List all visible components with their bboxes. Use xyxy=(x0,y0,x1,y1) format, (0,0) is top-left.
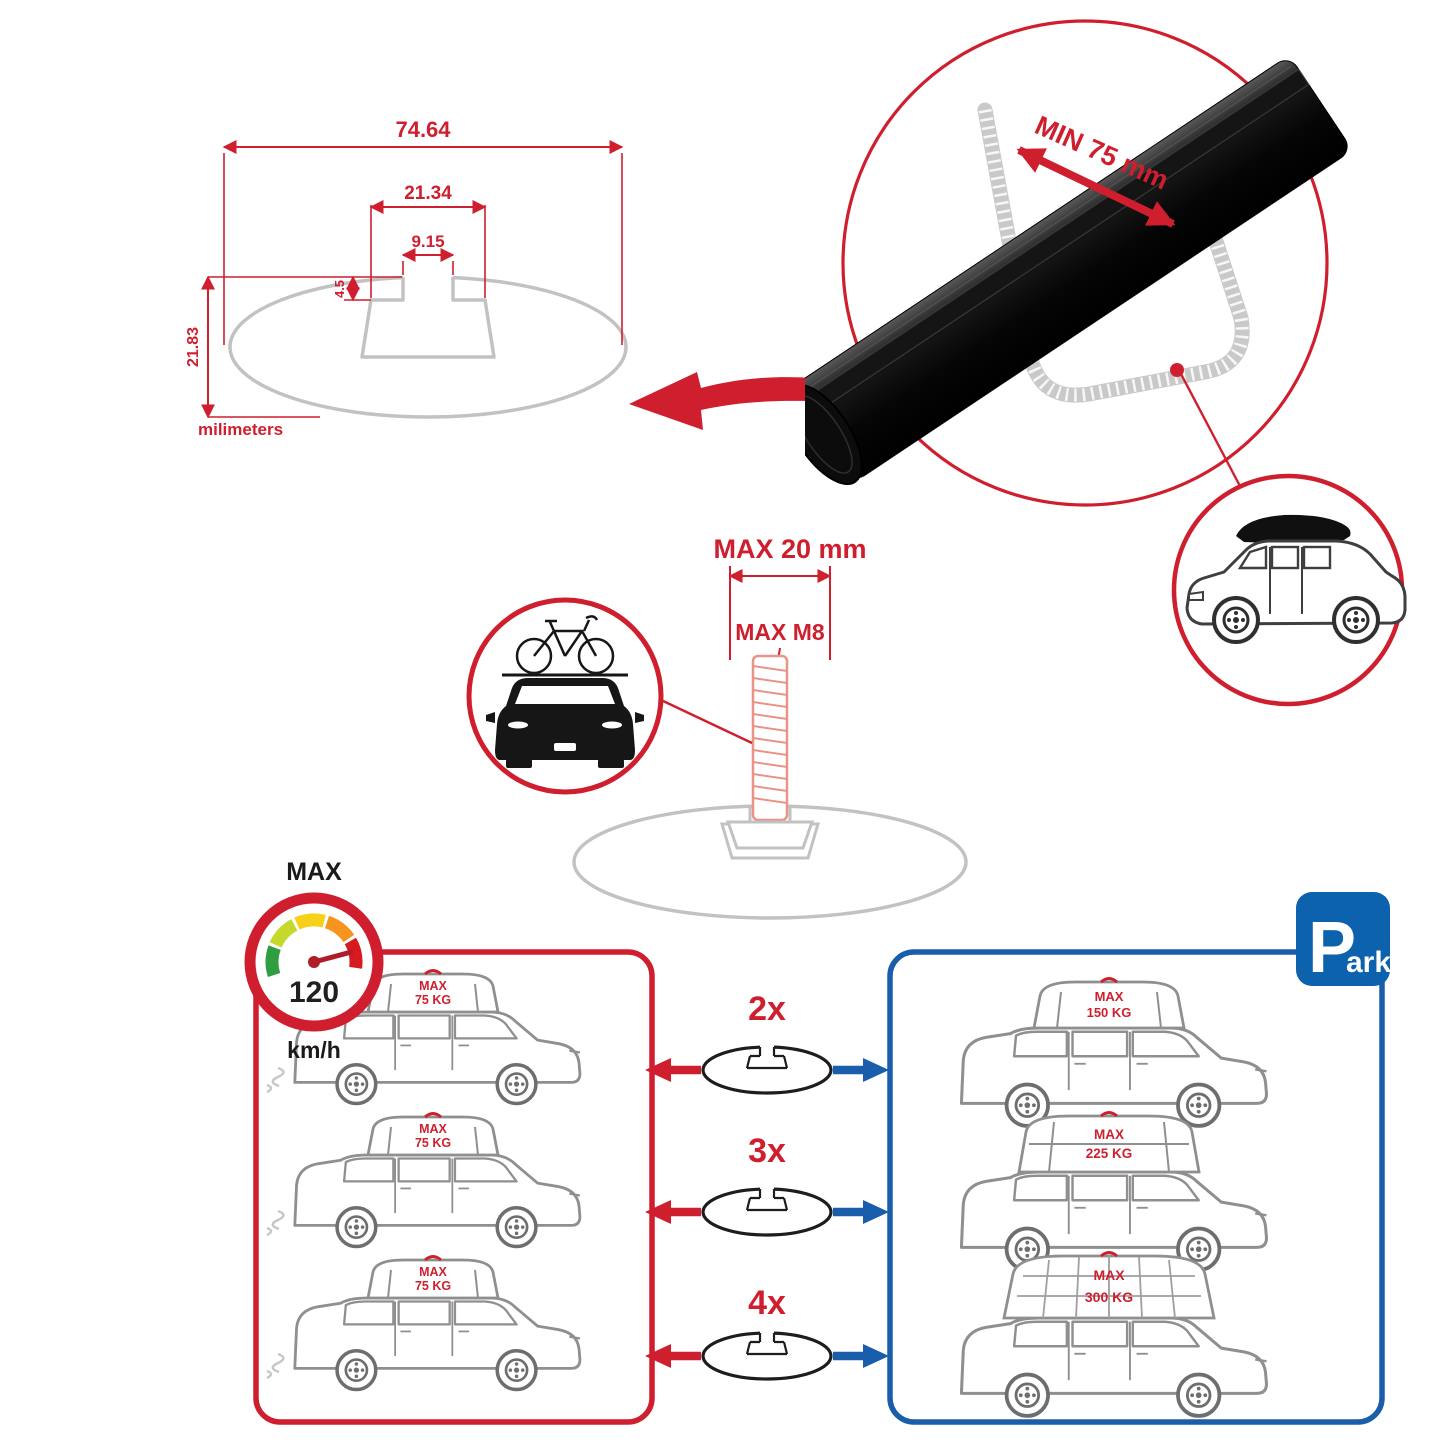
dim-total-width: 74.64 xyxy=(395,117,451,142)
threaded-bolt-sketch xyxy=(725,654,815,850)
max-bolt-length-label: MAX 20 mm xyxy=(713,534,866,564)
bag-load-value: 75 KG xyxy=(415,1279,451,1293)
min-clamp-arrow xyxy=(1016,146,1176,228)
units-label: milimeters xyxy=(198,420,283,439)
bag-max-label: MAX xyxy=(1094,1127,1124,1142)
bag-max-label: MAX xyxy=(1095,989,1124,1004)
dim-total-height: 21.83 xyxy=(185,327,202,367)
single-bar-row-2: MAX 75 KG xyxy=(266,1112,582,1249)
roof-box xyxy=(1236,514,1351,543)
crossbar-section-icon xyxy=(645,1330,889,1381)
park-sign: P ark xyxy=(1296,892,1391,988)
aero-crossbar xyxy=(805,60,1348,486)
park-sign-suffix: ark xyxy=(1346,946,1391,979)
leader-to-suv xyxy=(1179,373,1243,489)
cargo-bag: MAX 75 KG xyxy=(366,969,500,1014)
cargo-bag: MAX 75 KG xyxy=(366,1112,500,1157)
detail-circle-outline xyxy=(841,19,1329,507)
red-arrowhead-icon xyxy=(645,1344,671,1368)
speedometer-icon xyxy=(265,913,363,978)
car-front-bike-illustration xyxy=(486,615,644,768)
crossbar-section-icon xyxy=(645,1186,889,1237)
dim-channel-width: 21.34 xyxy=(404,183,452,204)
crossbar-detail-illustration: MIN 75 mm xyxy=(805,19,1348,507)
suv-roofbox-illustration xyxy=(1171,473,1407,707)
red-arrowhead-icon xyxy=(645,1058,671,1082)
bag-load-value: 300 KG xyxy=(1085,1289,1133,1305)
bag-load-value: 225 KG xyxy=(1086,1146,1133,1161)
profile-t-slot-channel xyxy=(360,277,496,359)
suv-side-illustration xyxy=(1185,514,1407,644)
gauge-needle xyxy=(311,949,354,965)
speed-limit-gauge: MAX 120 km/h xyxy=(244,858,384,1063)
speed-max-label: MAX xyxy=(286,858,342,886)
bag-load-value: 75 KG xyxy=(415,1136,451,1150)
cargo-basket: MAX 300 KG xyxy=(1002,1251,1216,1320)
bag-max-label: MAX xyxy=(419,1122,447,1136)
multi-bar-row-3: MAX 300 KG xyxy=(961,1251,1266,1416)
load-capacity-comparison: MAX 75 KG MAX 75 KG MAX xyxy=(253,892,1391,1425)
blue-arrowhead-icon xyxy=(863,1344,889,1368)
blue-arrowhead-icon xyxy=(863,1058,889,1082)
dim-slot-width: 9.15 xyxy=(411,232,444,251)
park-sign-letter: P xyxy=(1308,908,1356,988)
multi-bar-panel xyxy=(887,949,1385,1425)
single-bar-row-3: MAX 75 KG xyxy=(266,1255,582,1392)
single-bar-row-1: MAX 75 KG xyxy=(266,969,582,1106)
cargo-bag: MAX 150 KG xyxy=(1032,977,1186,1030)
cargo-bag: MAX 75 KG xyxy=(366,1255,500,1300)
multiplier-label-3: 4x xyxy=(748,1284,786,1322)
multi-bar-row-1: MAX 150 KG xyxy=(961,977,1266,1126)
clamp-point-dot xyxy=(1170,363,1184,377)
cargo-bag: MAX 225 KG xyxy=(1017,1111,1201,1174)
bag-max-label: MAX xyxy=(419,979,447,993)
crossbar-cross-section-diagram: 74.64 21.34 9.15 4.5 21.83 milimeters xyxy=(185,117,628,439)
multiplier-label-1: 2x xyxy=(748,990,786,1028)
bag-load-value: 75 KG xyxy=(415,993,451,1007)
crossbar-section-icon xyxy=(645,1044,889,1095)
multi-bar-row-2: MAX 225 KG xyxy=(961,1111,1266,1270)
bag-load-value: 150 KG xyxy=(1087,1005,1132,1020)
u-bolt-illustration xyxy=(977,102,1250,403)
max-thread-label: MAX M8 xyxy=(735,619,825,645)
bolt-mount-diagram: MAX 20 mm MAX M8 xyxy=(466,534,968,920)
multiplier-label-2: 3x xyxy=(748,1132,786,1170)
dim-slot-depth: 4.5 xyxy=(332,280,347,298)
speed-value: 120 xyxy=(289,976,339,1009)
speed-unit: km/h xyxy=(287,1037,341,1063)
bag-max-label: MAX xyxy=(1093,1267,1125,1283)
red-arrowhead-icon xyxy=(645,1200,671,1224)
bag-max-label: MAX xyxy=(419,1265,447,1279)
single-bar-panel xyxy=(253,949,655,1425)
leader-circle-to-bolt xyxy=(660,698,753,745)
blue-arrowhead-icon xyxy=(863,1200,889,1224)
